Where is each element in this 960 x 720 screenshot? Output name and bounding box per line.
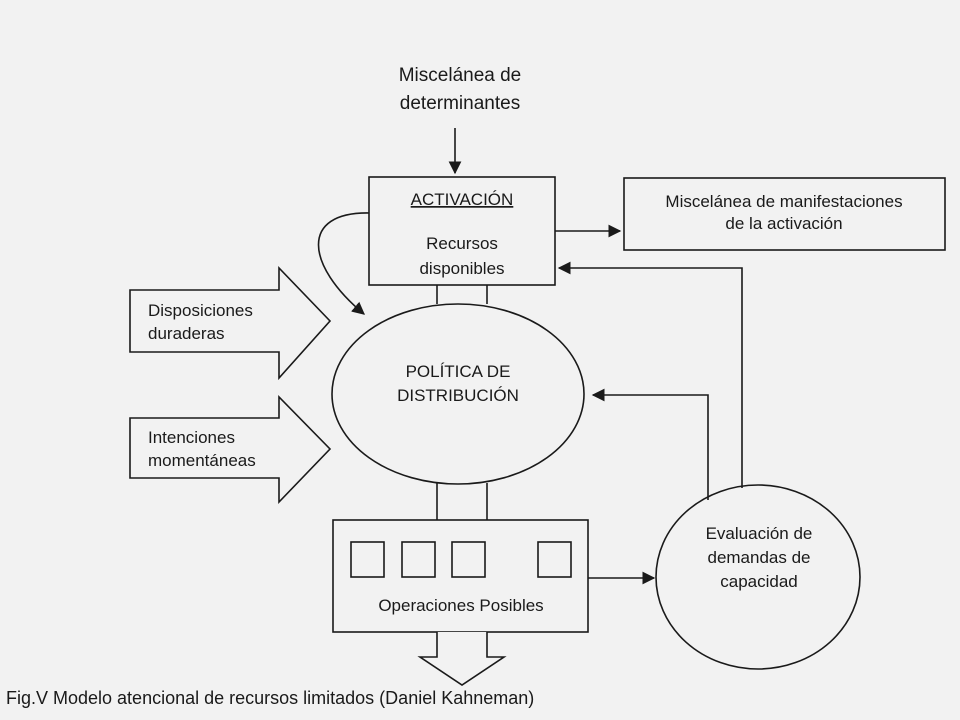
evaluation-line2: demandas de [707,548,810,567]
activation-box [368,176,556,286]
arrow-evaluation-to-activation [557,261,743,488]
dispositions-line1: Disposiciones [148,301,253,320]
manifestations-line2: de la activación [725,214,842,233]
operation-slot-4 [537,541,572,578]
operations-label: Operaciones Posibles [378,596,543,615]
activation-line2: disponibles [419,259,504,278]
evaluation-line3: capacidad [720,572,798,591]
output-arrow [417,632,507,686]
activation-line1: Recursos [426,234,498,253]
operation-slot-2 [401,541,436,578]
policy-ellipse [331,303,585,485]
block-arrow-dispositions [129,266,332,381]
top-input-line2: determinantes [400,93,520,114]
dispositions-line2: duraderas [148,324,225,343]
evaluation-line1: Evaluación de [706,524,813,543]
policy-line1: POLÍTICA DE [406,362,511,381]
figure-caption: Fig.V Modelo atencional de recursos limi… [6,688,534,708]
manifestations-line1: Miscelánea de manifestaciones [665,192,902,211]
block-arrow-intentions [129,395,332,504]
evaluation-circle [655,484,861,670]
intentions-line1: Intenciones [148,428,235,447]
activation-title: ACTIVACIÓN [411,190,514,209]
arrow-activation-to-policy [317,212,370,315]
operation-slot-1 [350,541,385,578]
arrow-evaluation-to-policy [591,388,709,500]
policy-line2: DISTRIBUCIÓN [397,386,519,405]
intentions-line2: momentáneas [148,451,256,470]
top-input-line1: Miscelánea de [399,65,522,86]
manifestations-box [623,177,946,251]
operation-slot-3 [451,541,486,578]
